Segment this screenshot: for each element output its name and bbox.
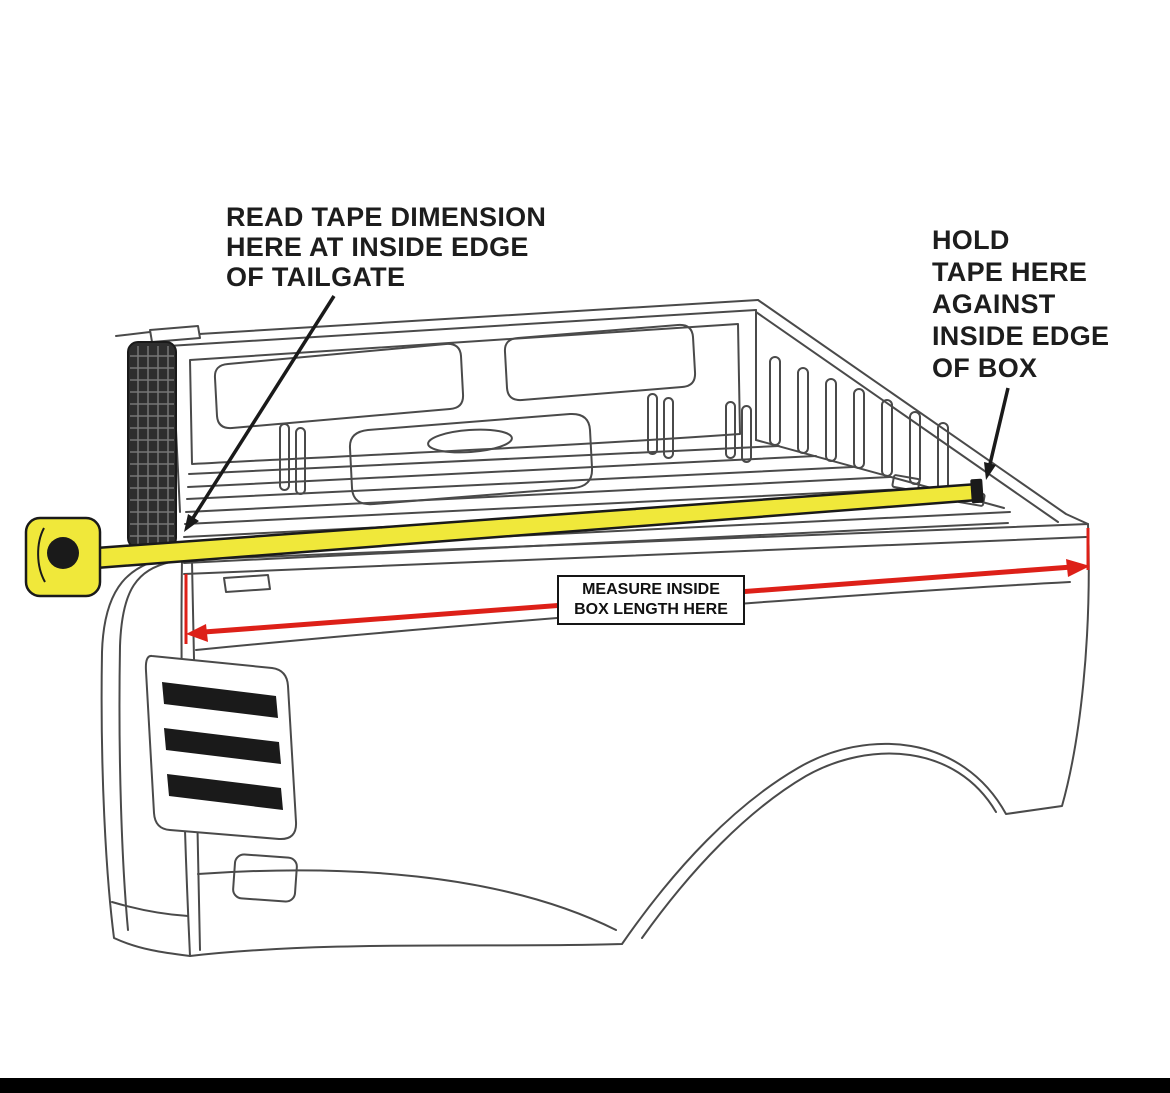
- body-crease-lower: [197, 869, 617, 931]
- right-rail-outer: [757, 299, 1089, 525]
- annotation-read-tape: READ TAPE DIMENSION HERE AT INSIDE EDGE …: [226, 202, 546, 292]
- tape-measure: [24, 478, 984, 598]
- read-tape-line-3: OF TAILGATE: [226, 262, 406, 292]
- measure-label-line-1: MEASURE INSIDE: [582, 581, 720, 598]
- pointer-hold-tape-head: [984, 462, 996, 480]
- annotation-hold-tape: HOLD TAPE HERE AGAINST INSIDE EDGE OF BO…: [932, 224, 1109, 384]
- hold-tape-line-4: INSIDE EDGE: [932, 321, 1110, 351]
- pointer-hold-tape-line: [988, 387, 1010, 465]
- pointer-hold-tape: [984, 387, 1010, 480]
- bed-side-panel: [180, 523, 1090, 957]
- measure-label-line-2: BOX LENGTH HERE: [574, 601, 728, 618]
- stake-pocket-grid-lines-h: [130, 355, 174, 537]
- taillight-slat-3: [167, 774, 283, 810]
- left-fender-inner: [118, 561, 171, 931]
- right-wall-slats: [769, 356, 949, 492]
- taillight-lower-detail: [232, 853, 298, 903]
- tailgate-edge-inner: [183, 522, 1009, 564]
- hold-tape-line-2: TAPE HERE: [932, 257, 1088, 287]
- bulkhead-inner-panel: [189, 323, 741, 465]
- read-tape-line-1: READ TAPE DIMENSION: [226, 202, 547, 232]
- bulkhead-recess-right: [503, 323, 697, 402]
- front-rail-stub: [115, 331, 151, 337]
- bottom-bar: [0, 1078, 1170, 1093]
- measure-length-label: MEASURE INSIDE BOX LENGTH HERE: [557, 575, 745, 625]
- bulkhead-handle: [427, 428, 513, 454]
- pointer-read-tape-head: [184, 514, 199, 532]
- left-fender: [100, 555, 191, 957]
- side-rail-inner: [183, 536, 1087, 575]
- bulkhead-panel: [165, 299, 759, 513]
- read-tape-line-2: HERE AT INSIDE EDGE: [226, 232, 529, 262]
- stake-pocket-cap: [149, 325, 201, 343]
- pointer-read-tape-line: [191, 295, 336, 519]
- tie-down-cleats: [279, 393, 752, 495]
- stake-pocket-grid-lines-v: [137, 346, 169, 544]
- hold-tape-line-3: AGAINST: [932, 289, 1056, 319]
- tape-body-detail: [37, 527, 46, 583]
- measure-arrowhead-left: [186, 624, 208, 642]
- bulkhead-handle-recess: [348, 412, 594, 506]
- wheel-arch-flare: [641, 752, 997, 939]
- hold-tape-line-1: HOLD: [932, 225, 1010, 255]
- taillight-slat-1: [162, 682, 278, 718]
- bumper-corner: [111, 901, 189, 917]
- measure-arrowhead-right: [1066, 559, 1090, 577]
- rail-pocket-left: [223, 574, 271, 593]
- truck-bed-outline: [180, 523, 1090, 957]
- tape-reel: [47, 537, 79, 569]
- right-wall: [755, 299, 1089, 525]
- stake-pocket-grid-panel: [127, 341, 177, 549]
- taillight: [144, 654, 298, 903]
- bulkhead-top-inner: [167, 309, 757, 347]
- tape-hook: [970, 478, 984, 504]
- hold-tape-line-5: OF BOX: [932, 353, 1038, 383]
- bulkhead-top-outer: [165, 299, 759, 337]
- pointer-read-tape: [184, 295, 336, 532]
- taillight-slat-2: [164, 728, 281, 764]
- right-rail-inner: [755, 311, 1059, 523]
- stake-pocket-grid: [115, 325, 201, 549]
- left-fender-outer: [100, 555, 191, 957]
- bulkhead-recess-left: [213, 342, 465, 430]
